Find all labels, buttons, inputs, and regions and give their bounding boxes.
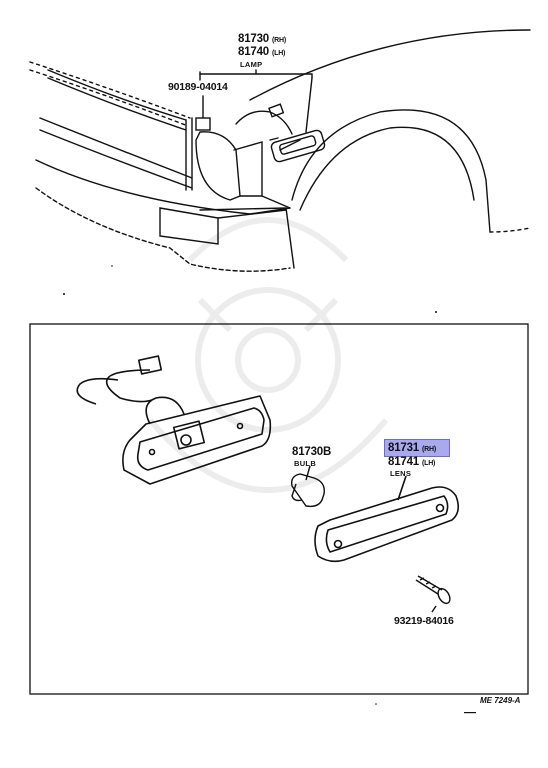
- screw-number-label[interactable]: 93219-84016: [394, 615, 454, 627]
- lens-rh-number: 81731: [388, 442, 419, 454]
- watermark-emblem: [147, 217, 389, 493]
- lens-highlight-box: [384, 439, 450, 457]
- bulb-number-label[interactable]: 81730B: [292, 446, 332, 458]
- screw-illustration: [415, 575, 451, 613]
- lamp-rh-label[interactable]: 81730(RH): [238, 33, 286, 46]
- illustration-code: ME 7249-A: [480, 696, 521, 705]
- lamp-rh-number: 81730: [238, 33, 269, 45]
- lamp-housing-illustration: [76, 355, 272, 485]
- diagram-specks: [63, 265, 476, 714]
- lens-lh-number: 81741: [388, 456, 419, 468]
- bulb-illustration: [290, 465, 325, 508]
- lamp-lh-side: (LH): [271, 50, 286, 57]
- detail-frame: [29, 323, 529, 695]
- lamp-lh-number: 81740: [238, 46, 269, 58]
- lamp-lh-label[interactable]: 81740(LH): [238, 46, 286, 59]
- clip-number-label[interactable]: 90189-04014: [168, 81, 228, 93]
- lamp-rh-side: (RH): [271, 37, 286, 44]
- lens-lh-side: (LH): [421, 460, 436, 467]
- car-front-illustration: [29, 29, 531, 272]
- lens-lh-label[interactable]: 81741(LH): [388, 456, 436, 469]
- lamp-name-label: LAMP: [240, 60, 263, 69]
- lens-illustration: [314, 475, 460, 563]
- lens-rh-label[interactable]: 81731(RH): [388, 442, 436, 455]
- lens-name-label: LENS: [390, 469, 412, 478]
- lens-rh-side: (RH): [421, 446, 436, 453]
- bulb-name-label: BULB: [294, 459, 317, 468]
